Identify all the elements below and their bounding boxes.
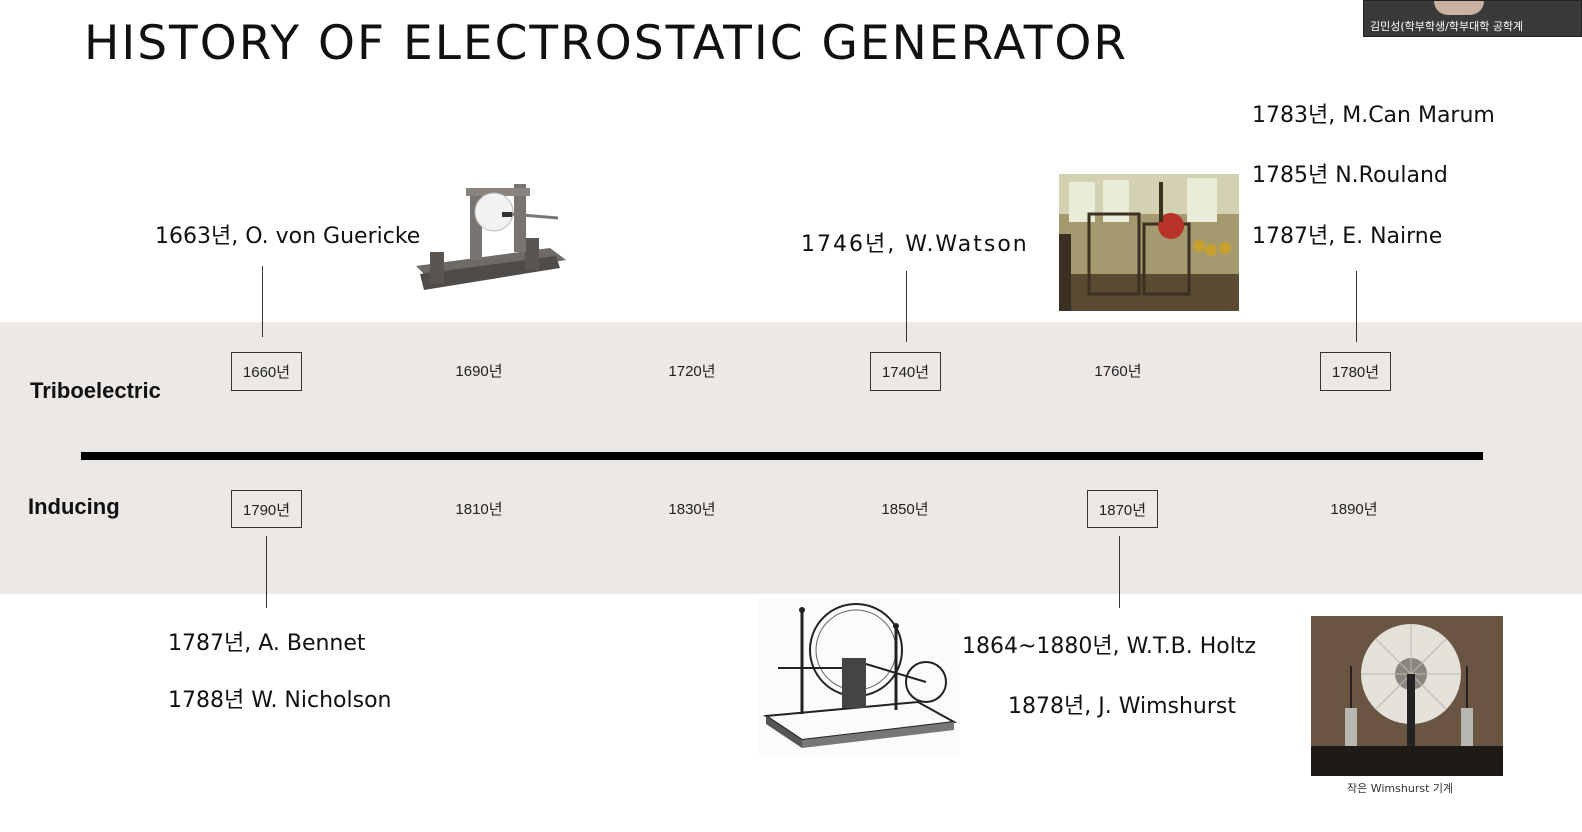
wimshurst-machine-photo	[1311, 616, 1503, 776]
connector-line-watson	[906, 271, 907, 342]
row-label-inducing: Inducing	[28, 494, 120, 519]
event-guericke: 1663년, O. von Guericke	[155, 224, 421, 249]
year-marker-1720: 1720년	[668, 363, 716, 380]
wimshurst-caption: 작은 Wimshurst 기계	[1347, 782, 1454, 795]
event-bennet: 1787년, A. Bennet	[168, 631, 366, 656]
year-marker-1810: 1810년	[455, 501, 503, 518]
timeline-axis	[81, 452, 1483, 460]
event-nairne: 1787년, E. Nairne	[1252, 224, 1443, 249]
participant-name: 김민성(학부학생/학부대학 공학계	[1370, 20, 1524, 33]
event-rouland: 1785년 N.Rouland	[1252, 163, 1448, 188]
year-marker-1830: 1830년	[668, 501, 716, 518]
year-marker-1790: 1790년	[231, 490, 302, 528]
connector-line-guericke	[262, 266, 263, 337]
connector-line-holtz	[1119, 536, 1120, 608]
event-watson: 1746년, W.Watson	[801, 232, 1029, 257]
guericke-machine-image	[410, 178, 570, 300]
year-marker-1690: 1690년	[455, 363, 503, 380]
year-marker-1850: 1850년	[881, 501, 929, 518]
year-marker-1890: 1890년	[1330, 501, 1378, 518]
holtz-machine-engraving	[758, 598, 960, 756]
connector-line-bennet	[266, 536, 267, 608]
participant-video-tile[interactable]: 김민성(학부학생/학부대학 공학계	[1363, 0, 1582, 37]
event-nicholson: 1788년 W. Nicholson	[168, 688, 392, 713]
year-marker-1870: 1870년	[1087, 490, 1158, 528]
year-marker-1660: 1660년	[231, 352, 302, 391]
year-marker-1760: 1760년	[1094, 363, 1142, 380]
laboratory-photo	[1059, 174, 1239, 311]
year-marker-1740: 1740년	[870, 352, 941, 391]
row-label-triboelectric: Triboelectric	[30, 378, 161, 403]
year-marker-1780: 1780년	[1320, 352, 1391, 391]
connector-line-nairne	[1356, 271, 1357, 342]
event-holtz: 1864~1880년, W.T.B. Holtz	[962, 634, 1257, 659]
slide-title: HISTORY OF ELECTROSTATIC GENERATOR	[84, 16, 1129, 71]
participant-avatar	[1434, 1, 1484, 15]
event-wimshurst: 1878년, J. Wimshurst	[1008, 694, 1236, 719]
event-marum: 1783년, M.Can Marum	[1252, 103, 1495, 128]
